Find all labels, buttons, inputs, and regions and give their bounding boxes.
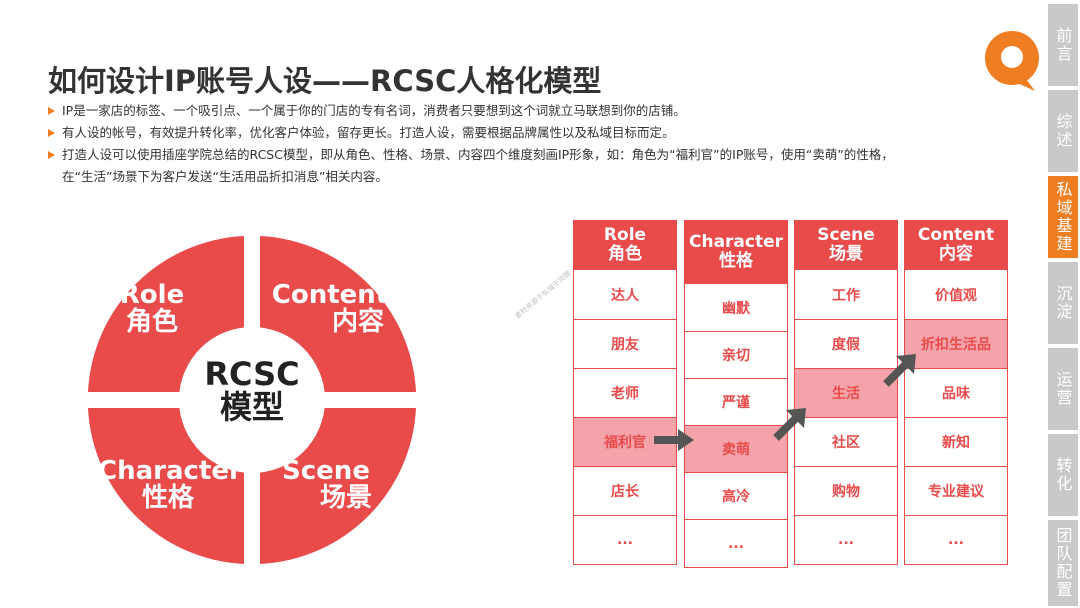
arrow-up-right-icon: [883, 354, 916, 387]
center-label-line: RCSC: [204, 355, 300, 393]
table-cell: 幽默: [722, 300, 750, 317]
bullet-item: 有人设的帐号，有效提升转化率，优化客户体验，留存更长。打造人设，需要根据品牌属性…: [46, 122, 1006, 144]
table-cell: 朋友: [574, 319, 676, 368]
table-header-character: Character 性格: [684, 220, 788, 284]
header-en: Scene: [817, 225, 875, 245]
quadrant-label-scene: Scene 场景: [276, 458, 376, 512]
arrow-right-icon: [654, 429, 694, 451]
bullet-item-continued: 在“生活”场景下为客户发送“生活用品折扣消息”相关内容。: [46, 166, 1006, 188]
triangle-bullet-icon: [48, 151, 55, 159]
bullet-text: 在“生活”场景下为客户发送“生活用品折扣消息”相关内容。: [62, 169, 388, 184]
logo-speech-bubble-icon: [985, 31, 1039, 91]
quadrant-label-content: Content 内容: [270, 282, 390, 336]
table-cell: 价值观: [935, 287, 977, 304]
quadrant-label-zh: 角色: [125, 307, 178, 337]
header-zh: 场景: [829, 244, 863, 264]
nav-item-team[interactable]: 团队配置: [1048, 520, 1078, 606]
quadrant-label-en: Content: [271, 280, 389, 310]
bullet-text: 打造人设可以使用插座学院总结的RCSC模型，即从角色、性格、场景、内容四个维度刻…: [62, 147, 894, 162]
center-circle: [179, 327, 325, 473]
table-cell: ...: [574, 515, 676, 564]
quadrant-label-en: Role: [119, 280, 185, 310]
rcsc-circle-diagram: [88, 236, 416, 564]
table-column-content: 价值观 折扣生活品 品味 新知 专业建议 ...: [904, 270, 1008, 565]
header-en: Character: [688, 232, 784, 252]
header-zh: 性格: [719, 251, 753, 271]
table-cell-highlighted: 折扣生活品: [905, 319, 1007, 368]
table-cell-highlighted: 生活: [795, 368, 897, 417]
center-label-line: 模型: [219, 388, 284, 426]
quadrant-label-en: Character: [98, 456, 242, 486]
table-cell: 社区: [795, 417, 897, 466]
quadrant-label-zh: 内容: [331, 307, 384, 337]
table-header-scene: Scene 场景: [794, 220, 898, 270]
table-cell: 店长: [574, 466, 676, 515]
bullet-list: IP是一家店的标签、一个吸引点、一个属于你的门店的专有名词，消费者只要想到这个词…: [46, 100, 1006, 188]
quadrant-label-zh: 场景: [319, 483, 372, 513]
table-cell: ...: [685, 519, 787, 567]
table-cell: 达人: [611, 287, 639, 304]
page-title: 如何设计IP账号人设——RCSC人格化模型: [48, 64, 602, 98]
table-header-content: Content 内容: [904, 220, 1008, 270]
table-cell: 亲切: [685, 331, 787, 378]
quadrant-label-zh: 性格: [141, 483, 194, 513]
nav-item-private-domain[interactable]: 私域基建: [1048, 176, 1078, 258]
nav-item-conversion[interactable]: 转化: [1048, 434, 1078, 516]
table-cell: 专业建议: [905, 466, 1007, 515]
quadrant-label-en: Scene: [282, 456, 370, 486]
header-zh: 角色: [608, 244, 642, 264]
nav-item-overview[interactable]: 综述: [1048, 90, 1078, 172]
table-cell: 严谨: [685, 378, 787, 425]
table-header-role: Role 角色: [573, 220, 677, 270]
triangle-bullet-icon: [48, 129, 55, 137]
table-column-role: 达人 朋友 老师 福利官 店长 ...: [573, 270, 677, 565]
table-cell: 品味: [905, 368, 1007, 417]
bullet-text: IP是一家店的标签、一个吸引点、一个属于你的门店的专有名词，消费者只要想到这个词…: [62, 103, 686, 118]
header-en: Content: [917, 225, 995, 245]
header-en: Role: [603, 225, 647, 245]
quadrant-label-character: Character 性格: [98, 456, 242, 513]
table-cell: ...: [795, 515, 897, 564]
header-zh: 内容: [939, 244, 973, 264]
nav-item-preface[interactable]: 前言: [1048, 4, 1078, 86]
table-cell-highlighted: 卖萌: [685, 425, 787, 472]
table-column-scene: 工作 度假 生活 社区 购物 ...: [794, 270, 898, 565]
nav-item-precipitation[interactable]: 沉淀: [1048, 262, 1078, 344]
table-cell: 工作: [832, 287, 860, 304]
bullet-item: 打造人设可以使用插座学院总结的RCSC模型，即从角色、性格、场景、内容四个维度刻…: [46, 144, 1006, 166]
triangle-bullet-icon: [48, 107, 55, 115]
arrow-up-right-icon: [773, 408, 806, 441]
table-cell: 老师: [574, 368, 676, 417]
nav-item-operation[interactable]: 运营: [1048, 348, 1078, 430]
table-cell: 高冷: [685, 472, 787, 519]
table-cell: 度假: [795, 319, 897, 368]
table-cell: 新知: [905, 417, 1007, 466]
table-cell: ...: [905, 515, 1007, 564]
watermark: 素材来源于私域干货圈: [513, 269, 573, 321]
center-label: RCSC 模型: [192, 358, 312, 424]
quadrant-label-role: Role 角色: [116, 282, 188, 336]
bullet-text: 有人设的帐号，有效提升转化率，优化客户体验，留存更长。打造人设，需要根据品牌属性…: [62, 125, 675, 140]
bullet-item: IP是一家店的标签、一个吸引点、一个属于你的门店的专有名词，消费者只要想到这个词…: [46, 100, 1006, 122]
table-cell: 购物: [795, 466, 897, 515]
